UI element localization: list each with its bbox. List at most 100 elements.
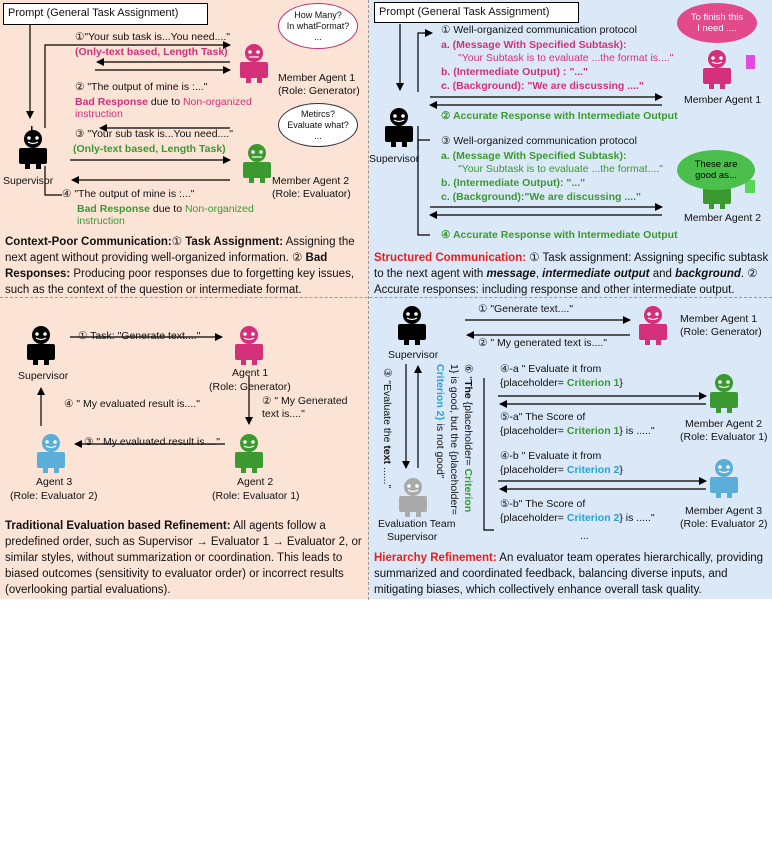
prompt-box-tr: Prompt (General Task Assignment) [374,2,579,23]
agent-1-bl-role: (Role: Generator) [209,381,291,393]
horizontal-divider [0,297,772,298]
tr-step3a: a. (Message With Specified Subtask): [441,150,627,162]
br-message-1: ① "Generate text...." [478,303,574,315]
bl-message-2a: ② " My Generated [262,395,348,407]
br-ellipsis: ... [580,530,589,542]
panel-traditional [0,297,369,599]
evaluation-team-label-2: Supervisor [387,531,438,543]
bl-message-1: ① Task: "Generate text...." [78,330,201,342]
panel-context-poor [0,0,369,297]
member-agent-2-role: (Role: Evaluator) [272,188,351,200]
step1-tag: (Only-text based, Length Task) [75,46,228,58]
supervisor-bl-label: Supervisor [18,370,69,382]
bracket-br [483,378,494,531]
member-agent-1-robot-icon [240,44,268,83]
member-agent-2-robot-icon [243,144,271,183]
supervisor-robot-icon [19,126,47,169]
br-message-4b: ④-b " Evaluate it from [500,450,602,462]
member-agent-1-label: Member Agent 1 [278,72,356,84]
tr-step1a: a. (Message With Specified Subtask): [441,39,627,51]
arrow-tr-4 [417,126,430,236]
agent-2-bl-role: (Role: Evaluator 1) [212,490,300,502]
tr-step1c: c. (Background): "We are discussing ....… [441,80,644,92]
member-agent-1-br-robot-icon [639,306,667,345]
tr-step3c: c. (Background):"We are discussing ...." [441,191,641,203]
evaluation-team-robot-icon [399,478,427,517]
context-poor-description: Context-Poor Communication:① Task Assign… [5,236,355,296]
arrow-tr-3 [417,139,430,150]
tr-step4: ④ Accurate Response with Intermediate Ou… [441,229,678,241]
tr-step3b: b. (Intermediate Output): "..." [441,177,586,189]
bl-message-4: ④ " My evaluated result is...." [64,398,200,410]
step1-text: ①"Your sub task is...You need...." [75,31,231,43]
br-message-5b: ⑤-b" The Score of [500,498,586,510]
supervisor-label: Supervisor [3,175,54,187]
step2-reason: Bad Response due to Non-organized [75,96,252,108]
document-icon [746,55,755,69]
agent-2-bl-label: Agent 2 [237,476,274,488]
checklist-icon [745,180,755,193]
member-agent-2-label: Member Agent 2 [272,175,350,187]
step3-text: ③ "Your sub task is...You need...." [75,128,233,140]
member-agent-3-br-robot-icon [710,459,738,498]
panel-hierarchy [369,297,772,599]
member-agent-2-tr-label: Member Agent 2 [684,212,762,224]
br-message-4b-2: {placeholder= Criterion 2} [500,464,623,476]
member-agent-1-tr-label: Member Agent 1 [684,94,762,106]
supervisor-br-robot-icon [398,306,426,345]
arrow-step1 [44,41,231,128]
agent-3-bl-label: Agent 3 [36,476,73,488]
br-vertical-message-6b: 1} is good, but the {placeholder= [448,364,460,515]
br-vertical-message-6a: ⑥ "The {placeholder= Criterion [462,364,474,513]
br-message-5b-2: {placeholder= Criterion 2} is ....." [500,512,655,524]
member-agent-1-br-label: Member Agent 1 [680,313,758,325]
supervisor-tr-label: Supervisor [369,153,420,165]
br-message-4a-2: {placeholder= Criterion 1} [500,377,623,389]
agent-1-bl-robot-icon [235,326,263,365]
bl-message-3: ③ " My evaluated result is...." [84,436,220,448]
supervisor-br-label: Supervisor [388,349,439,361]
step2-text: ② "The output of mine is :..." [75,81,208,93]
arrow-tr-1 [417,29,433,92]
speech-bubble-2: Metircs?Evaluate what?... [278,103,358,147]
tr-step3: ③ Well-organized communication protocol [441,135,637,147]
step2-instruction: instruction [75,108,123,120]
step4-instruction: instruction [77,215,125,227]
agent-3-bl-robot-icon [37,434,65,473]
tr-step1: ① Well-organized communication protocol [441,24,637,36]
br-message-4a: ④-a " Evaluate it from [500,363,602,375]
agent-3-bl-role: (Role: Evaluator 2) [10,490,98,502]
member-agent-2-br-robot-icon [710,374,738,413]
tr-step3a-quote: "Your Subtask is to evaluate ...the form… [458,163,663,175]
agent-1-bl-label: Agent 1 [232,367,269,379]
br-vertical-message-3: ③ "Evaluate the text ......" [381,368,393,489]
step4-reason: Bad Response due to Non-organized [77,203,254,215]
member-agent-1-tr-robot-icon [703,50,731,89]
tr-step2: ② Accurate Response with Intermediate Ou… [441,110,678,122]
arrow-step4-tail [44,166,62,196]
vertical-divider [368,0,369,600]
member-agent-1-br-role: (Role: Generator) [680,326,762,338]
speech-bubble-1: How Many?In whatFormat?... [278,3,358,49]
br-vertical-message-6c: Criterion 2} is not good" [434,364,446,479]
supervisor-bl-robot-icon [27,326,55,365]
supervisor-tr-robot-icon [385,108,413,147]
br-message-5a-2: {placeholder= Criterion 1} is ....." [500,425,655,437]
structured-description: Structured Communication: ① Task assignm… [374,252,769,296]
br-message-5a: ⑤-a" The Score of [500,411,586,423]
traditional-description: Traditional Evaluation based Refinement:… [5,520,362,596]
step4-text: ④ "The output of mine is :..." [62,188,195,200]
member-agent-2-br-label: Member Agent 2 [685,418,763,430]
member-agent-2-br-role: (Role: Evaluator 1) [680,431,768,443]
br-message-2: ② " My generated text is...." [478,337,607,349]
agent-2-bl-robot-icon [235,434,263,473]
tr-step1a-quote: "Your Subtask is to evaluate ...the form… [458,52,674,64]
member-agent-1-role: (Role: Generator) [278,85,360,97]
tr-step1b: b. (Intermediate Output) : "..." [441,66,589,78]
evaluation-team-label: Evaluation Team [378,518,456,530]
member-agent-3-br-role: (Role: Evaluator 2) [680,518,768,530]
arrows-layer [26,24,707,531]
bl-message-2b: text is...." [262,408,305,420]
